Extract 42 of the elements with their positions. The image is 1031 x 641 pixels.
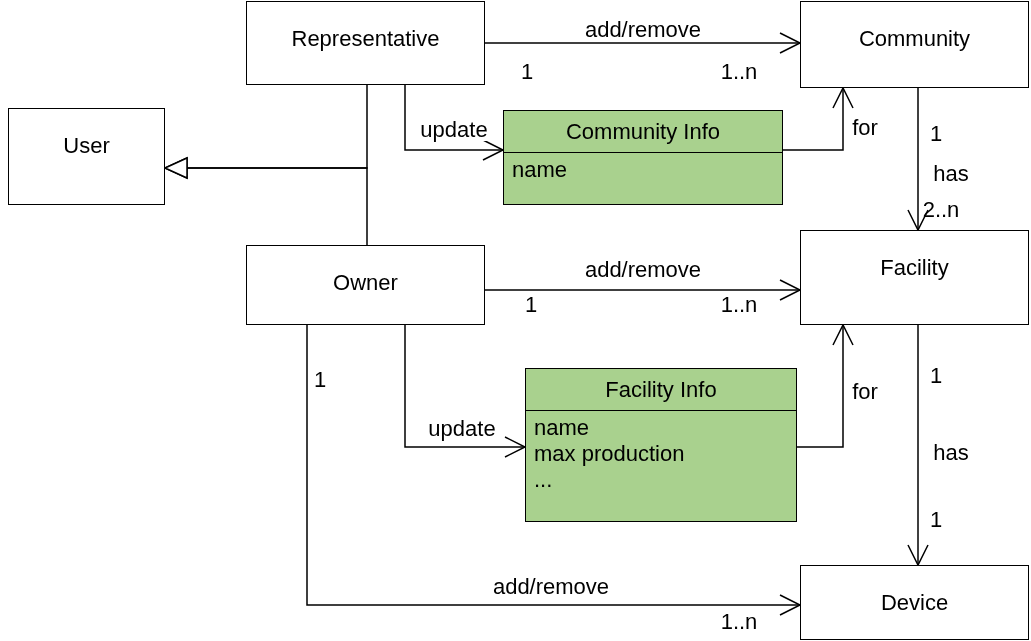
class-box xyxy=(8,108,165,205)
multiplicity-label: 1 xyxy=(313,369,327,391)
class-box xyxy=(800,230,1029,325)
class-name: Facility xyxy=(880,254,949,282)
class-box xyxy=(525,368,797,522)
multiplicity-label: 1..n xyxy=(720,61,758,83)
class-name: User xyxy=(63,132,110,160)
class-box xyxy=(800,1,1029,88)
arrow xyxy=(404,84,504,161)
class-box xyxy=(246,245,485,325)
arrow xyxy=(306,324,801,616)
multiplicity-label: 1 xyxy=(929,123,943,145)
multiplicity-label: 1 xyxy=(520,61,534,83)
class-box xyxy=(246,1,485,85)
arrow xyxy=(404,324,526,458)
attribute-text: name xyxy=(534,415,590,441)
edge-label: update xyxy=(419,119,489,141)
generalization-arrow xyxy=(164,157,368,246)
class-box xyxy=(800,565,1029,640)
class-name: Community Info xyxy=(565,118,721,146)
multiplicity-label: 1 xyxy=(524,294,538,316)
class-name: Owner xyxy=(333,269,398,297)
attribute-text: ... xyxy=(534,467,553,493)
class-name: Community xyxy=(858,25,971,53)
arrow xyxy=(484,279,801,301)
multiplicity-label: 1 xyxy=(929,365,943,387)
multiplicity-label: 1..n xyxy=(720,294,758,316)
arrow xyxy=(907,324,929,566)
attribute-text: max production xyxy=(534,441,685,467)
arrow xyxy=(796,324,854,448)
class-box xyxy=(503,110,783,205)
multiplicity-label: 1..n xyxy=(720,611,758,633)
class-name: Representative xyxy=(291,25,440,53)
arrow xyxy=(484,32,801,54)
class-name: Facility Info xyxy=(605,376,717,404)
arrow xyxy=(782,87,854,151)
edge-label: update xyxy=(427,418,497,440)
arrow xyxy=(907,87,929,231)
class-name: Device xyxy=(880,589,949,617)
multiplicity-label: 1 xyxy=(929,509,943,531)
attribute-text: name xyxy=(512,157,568,183)
multiplicity-label: 2..n xyxy=(922,199,960,221)
